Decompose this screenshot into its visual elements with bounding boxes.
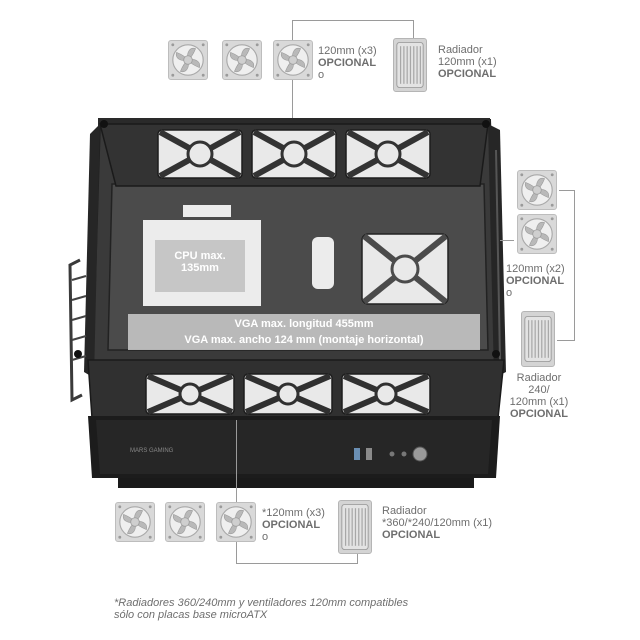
radiator-icon (521, 311, 555, 367)
bottom-radiator-label: Radiador *360/*240/120mm (x1) OPCIONAL (382, 505, 493, 541)
radiator-icon (338, 500, 372, 554)
fan-icon (273, 40, 313, 80)
vga-clearance-band: VGA max. longitud 455mm VGA max. ancho 1… (128, 314, 480, 350)
connector-line (559, 190, 575, 191)
connector-line (236, 563, 358, 564)
radiator-icon (393, 38, 427, 92)
brand-logo: MARS GAMING (130, 448, 174, 454)
connector-line (413, 20, 414, 38)
connector-line (292, 20, 414, 21)
connector-line (292, 80, 293, 122)
connector-line (557, 340, 575, 341)
fan-icon (517, 214, 557, 254)
side-fans-label: 120mm (x2) OPCIONAL o (506, 263, 565, 299)
connector-line (357, 554, 358, 564)
fan-icon (517, 170, 557, 210)
connector-line (292, 20, 293, 40)
fan-icon (222, 40, 262, 80)
side-radiator-label: Radiador 240/ 120mm (x1) OPCIONAL (509, 372, 569, 420)
footnote: *Radiadores 360/240mm y ventiladores 120… (114, 597, 409, 621)
connector-line (574, 190, 575, 341)
top-fans-label: 120mm (x3) OPCIONAL o (318, 45, 377, 81)
fan-icon (168, 40, 208, 80)
fan-icon (115, 502, 155, 542)
bottom-fans-label: *120mm (x3) OPCIONAL o (262, 507, 325, 543)
connector-line (500, 240, 514, 241)
top-radiator-label: Radiador 120mm (x1) OPCIONAL (438, 44, 497, 80)
connector-line (236, 542, 237, 564)
fan-icon (216, 502, 256, 542)
connector-line (236, 420, 237, 502)
fan-icon (165, 502, 205, 542)
cpu-clearance-label: CPU max. 135mm (155, 240, 245, 292)
